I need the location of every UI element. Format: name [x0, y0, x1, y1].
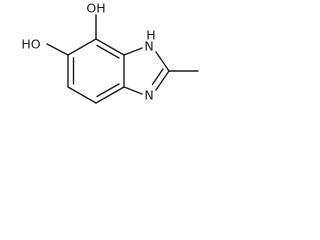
bond-n1-c2 [155, 51, 170, 72]
nh-nitrogen-label: N [144, 39, 153, 54]
bond-c7a-n1 [123, 47, 143, 56]
oh-label-top: OH [86, 1, 105, 16]
bond-c4-c3a-inner [96, 83, 120, 98]
bond-c5-c4 [67, 86, 97, 104]
bond-c7-c6 [67, 38, 97, 56]
bond-c6-oh [46, 43, 69, 56]
bond-c2-n3 [155, 70, 170, 91]
bond-c7a-c7-inner [96, 44, 120, 59]
atom-labels: OH HO H N N [21, 1, 155, 103]
bond-c2-n3-inner [151, 68, 164, 86]
molecule-structure: OH HO H N N [21, 1, 199, 104]
nh-hydrogen-label: H [146, 28, 155, 43]
imine-nitrogen-label: N [144, 88, 153, 103]
bonds [46, 14, 199, 104]
bond-n3-c3a [123, 86, 143, 95]
ho-label-left: HO [21, 37, 40, 52]
bond-c4-c3a [95, 86, 125, 104]
bond-c7a-c7 [95, 38, 125, 56]
